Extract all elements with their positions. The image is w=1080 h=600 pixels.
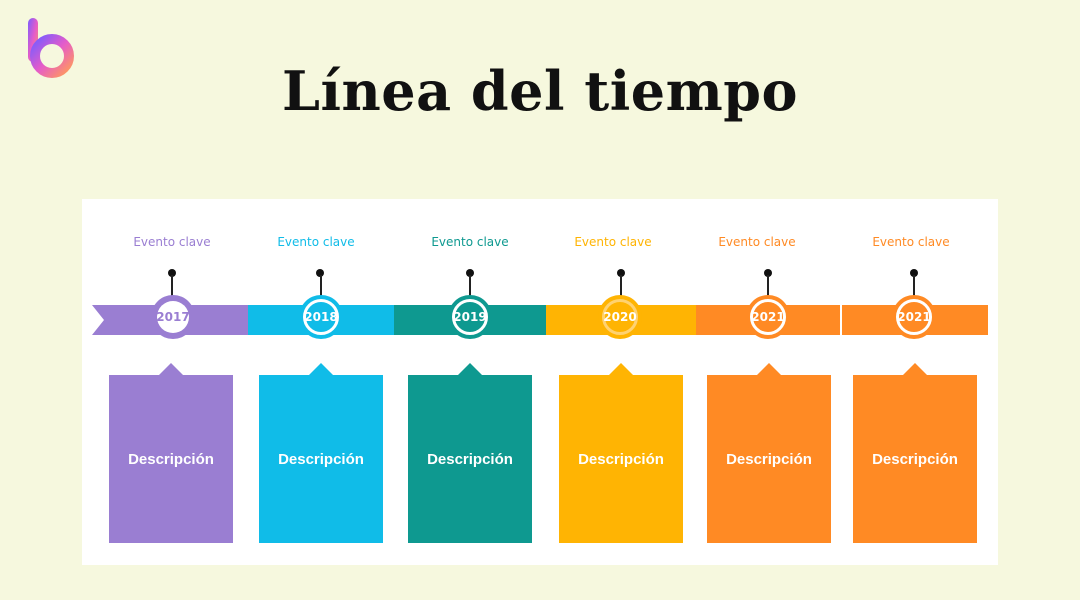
- description-card-1: Descripción: [109, 363, 233, 543]
- year-circle-1: 2017: [151, 295, 195, 339]
- pin-line-5: [767, 275, 769, 297]
- event-label-6: Evento clave: [872, 235, 950, 249]
- year-label-3: 2019: [453, 310, 487, 324]
- description-label-3: Descripción: [427, 450, 513, 468]
- description-label-6: Descripción: [872, 450, 958, 468]
- card-notch-4: [608, 363, 634, 376]
- description-card-2: Descripción: [259, 363, 383, 543]
- pin-dot-5: [764, 269, 772, 277]
- description-label-5: Descripción: [726, 450, 812, 468]
- year-circle-5: 2021: [746, 295, 790, 339]
- card-notch-5: [756, 363, 782, 376]
- pin-line-1: [171, 275, 173, 297]
- page-title: Línea del tiempo: [281, 59, 799, 123]
- pin-line-4: [620, 275, 622, 297]
- description-card-3: Descripción: [408, 363, 532, 543]
- pin-line-2: [320, 275, 322, 297]
- description-card-5: Descripción: [707, 363, 831, 543]
- description-card-4: Descripción: [559, 363, 683, 543]
- event-label-4: Evento clave: [574, 235, 652, 249]
- year-label-4: 2020: [603, 310, 637, 324]
- pin-line-6: [913, 275, 915, 297]
- description-label-4: Descripción: [578, 450, 664, 468]
- event-label-1: Evento clave: [133, 235, 211, 249]
- pin-dot-3: [466, 269, 474, 277]
- card-notch-2: [308, 363, 334, 376]
- card-notch-6: [902, 363, 928, 376]
- year-label-6: 2021: [897, 310, 931, 324]
- event-label-2: Evento clave: [277, 235, 355, 249]
- description-label-2: Descripción: [278, 450, 364, 468]
- pin-dot-1: [168, 269, 176, 277]
- timeline-panel: Evento clave 2017 Descripción Evento cla…: [82, 199, 998, 565]
- pin-dot-4: [617, 269, 625, 277]
- card-notch-1: [158, 363, 184, 376]
- description-label-1: Descripción: [128, 450, 214, 468]
- brand-logo-icon: [28, 18, 74, 78]
- year-circle-6: 2021: [892, 295, 936, 339]
- year-circle-4: 2020: [598, 295, 642, 339]
- description-card-6: Descripción: [853, 363, 977, 543]
- card-notch-3: [457, 363, 483, 376]
- pin-dot-6: [910, 269, 918, 277]
- event-label-3: Evento clave: [431, 235, 509, 249]
- year-label-2: 2018: [304, 310, 338, 324]
- pin-dot-2: [316, 269, 324, 277]
- year-label-1: 2017: [156, 310, 190, 324]
- year-circle-2: 2018: [299, 295, 343, 339]
- event-label-5: Evento clave: [718, 235, 796, 249]
- pin-line-3: [469, 275, 471, 297]
- year-label-5: 2021: [751, 310, 785, 324]
- year-circle-3: 2019: [448, 295, 492, 339]
